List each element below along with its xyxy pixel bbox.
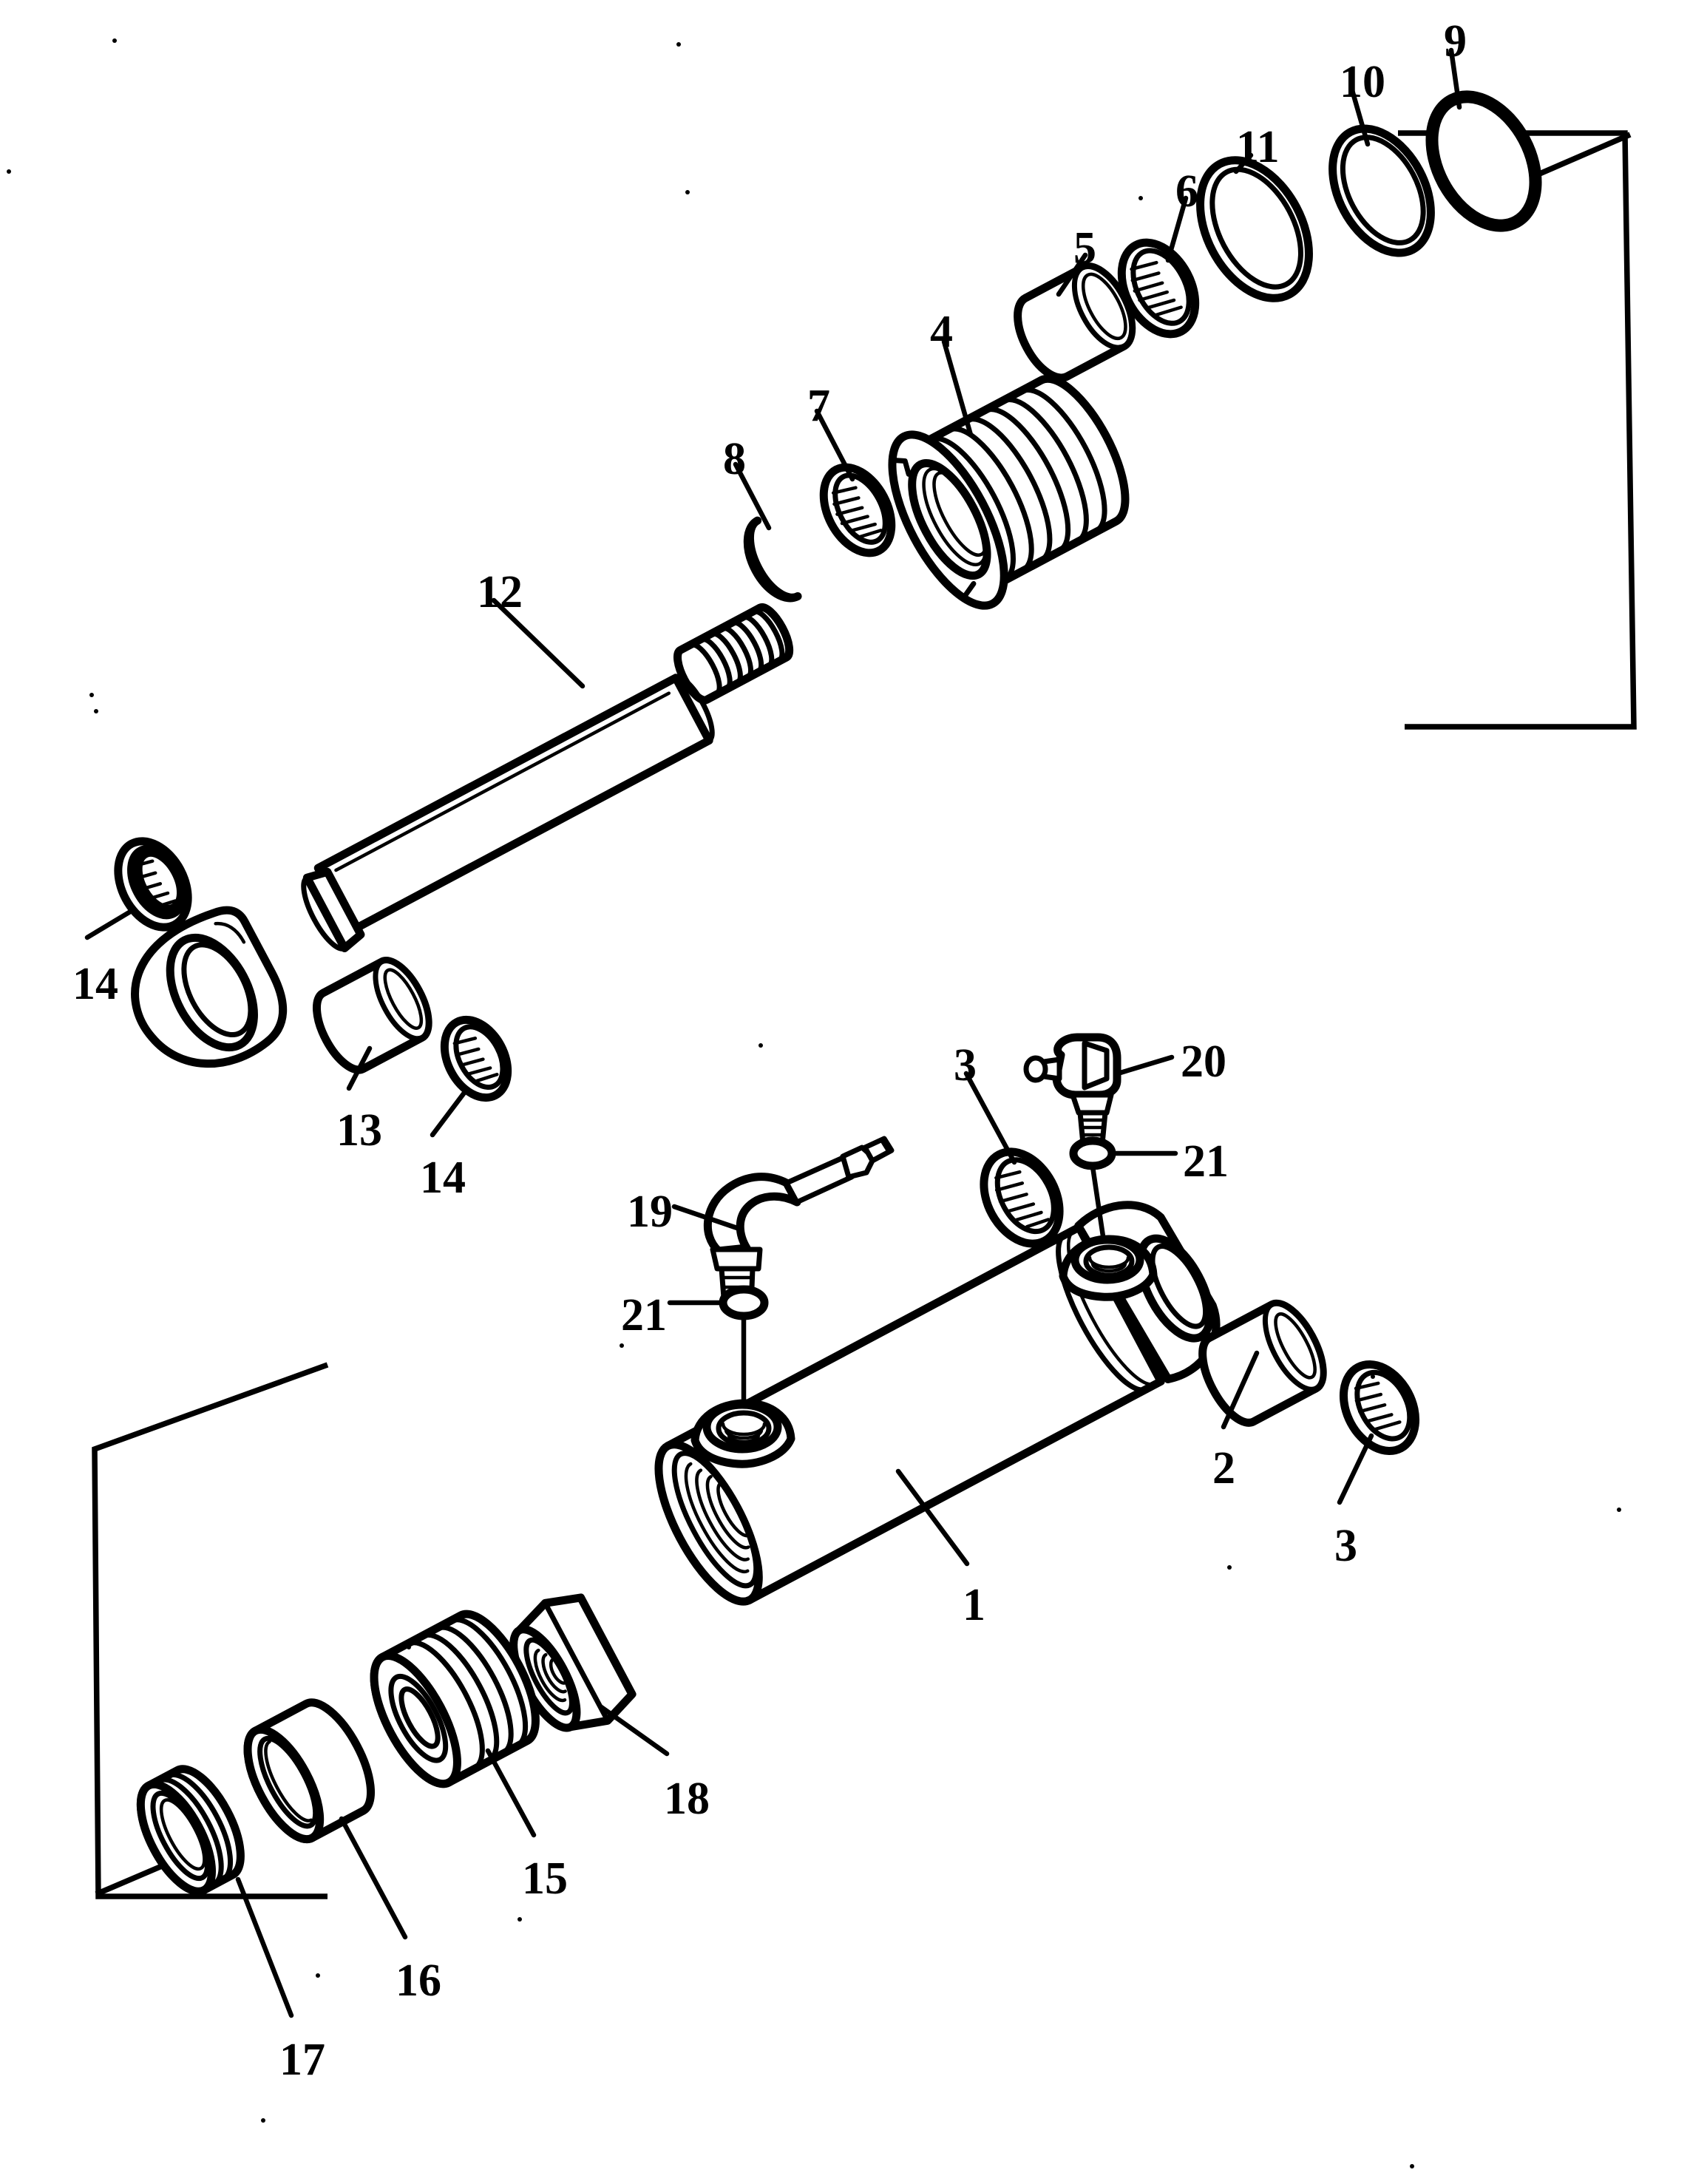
- part-16-wear-ring: [243, 1698, 376, 1844]
- callout-13: 13: [336, 1105, 382, 1156]
- part-21-o-ring-right: [1069, 1136, 1116, 1170]
- callout-21-right: 21: [1183, 1136, 1229, 1187]
- leader-9: [1448, 47, 1462, 110]
- callout-2: 2: [1212, 1443, 1235, 1493]
- leader-6: [1165, 195, 1189, 263]
- leader-21-right-drop: [1090, 1164, 1106, 1239]
- part-18-piston-nut: [509, 1593, 637, 1732]
- callout-3-upper: 3: [954, 1040, 977, 1091]
- callout-9: 9: [1444, 16, 1467, 67]
- callout-1: 1: [963, 1580, 985, 1630]
- leader-2: [1221, 1350, 1260, 1430]
- part-14-bearing-left: [114, 837, 192, 932]
- callout-19: 19: [627, 1187, 673, 1237]
- leader-4: [941, 339, 974, 438]
- part-5-ring-sleeve: [1014, 262, 1136, 382]
- leader-18: [597, 1703, 670, 1757]
- leader-15: [485, 1748, 537, 1838]
- leader-7: [814, 408, 855, 482]
- callout-14-right: 14: [420, 1153, 466, 1203]
- part-9-o-ring: [1425, 90, 1542, 232]
- part-10-backup-ring: [1328, 124, 1435, 257]
- callout-6: 6: [1175, 166, 1198, 217]
- callout-15: 15: [522, 1854, 568, 1904]
- callout-21-left: 21: [621, 1290, 667, 1340]
- leader-3-lower: [1337, 1433, 1374, 1505]
- leader-19: [671, 1204, 742, 1232]
- part-17-piston-seal: [136, 1765, 245, 1896]
- leader-16: [339, 1816, 408, 1940]
- leader-8: [733, 461, 772, 531]
- part-21-o-ring-left: [719, 1285, 769, 1320]
- leader-14-right: [430, 1090, 467, 1138]
- callout-18: 18: [664, 1774, 710, 1824]
- callout-7: 7: [807, 381, 830, 431]
- callout-20: 20: [1181, 1037, 1226, 1087]
- leader-lines: [84, 47, 1462, 2018]
- callout-4: 4: [930, 307, 953, 357]
- part-7-rod-seal: [819, 463, 896, 557]
- leader-12: [491, 597, 586, 689]
- part-6-dust-seal: [1117, 238, 1200, 339]
- part-19-elbow-fitting: [703, 1136, 895, 1310]
- callout-11: 11: [1236, 122, 1280, 172]
- callout-17: 17: [279, 2035, 325, 2085]
- part-3-bearing-upper: [980, 1147, 1064, 1248]
- leader-5: [1056, 252, 1088, 297]
- callout-5: 5: [1073, 223, 1096, 274]
- leader-20: [1115, 1054, 1175, 1076]
- part-12-piston-rod: [131, 603, 794, 1068]
- callout-3-lower: 3: [1334, 1521, 1357, 1571]
- callout-8: 8: [723, 434, 746, 484]
- leader-14-left: [84, 908, 135, 940]
- callout-14-left: 14: [72, 959, 118, 1009]
- leader-11: [1233, 152, 1254, 174]
- part-14-bearing-right: [440, 1015, 512, 1102]
- part-15-piston: [370, 1610, 540, 1788]
- leader-10: [1349, 87, 1371, 147]
- part-3-bearing-lower: [1339, 1360, 1420, 1456]
- leader-1: [895, 1468, 970, 1567]
- part-2-bushing: [1198, 1299, 1327, 1427]
- callout-12: 12: [477, 567, 523, 617]
- callout-16: 16: [396, 1956, 441, 2006]
- part-20-grease-fitting: [1023, 1033, 1121, 1147]
- callout-10: 10: [1340, 57, 1385, 107]
- part-1-cylinder-tube: [654, 1201, 1221, 1606]
- leader-13: [346, 1045, 373, 1091]
- part-11-piston-seal: [1196, 156, 1313, 302]
- part-8-backup-ring: [743, 516, 802, 603]
- part-4-cylinder-head: [888, 374, 1130, 610]
- part-13-bushing: [313, 957, 432, 1074]
- scan-specks: [7, 38, 1621, 2168]
- leader-17: [235, 1876, 294, 2018]
- leader-3-upper: [963, 1071, 1017, 1165]
